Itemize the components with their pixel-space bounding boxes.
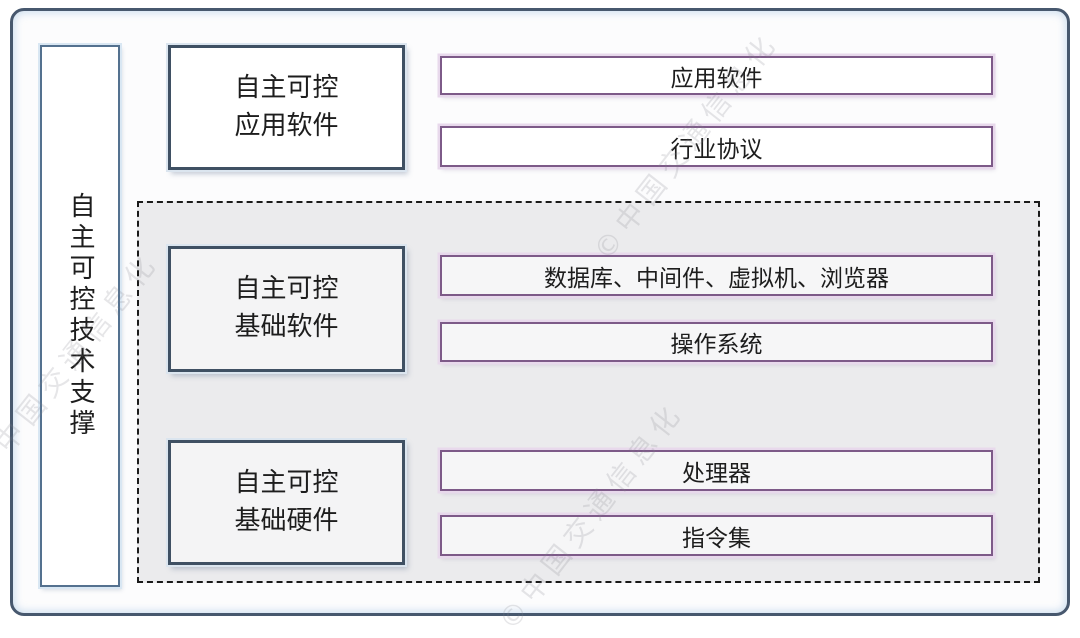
- bar-operating-system: 操作系统: [440, 322, 993, 362]
- section-label-line: 应用软件: [234, 110, 339, 141]
- bar-label: 处理器: [682, 460, 751, 487]
- section-label-line: 基础软件: [234, 312, 339, 342]
- bar-db-middleware-vm-browser: 数据库、中间件、虚拟机、浏览器: [440, 255, 993, 296]
- bar-label: 行业协议: [670, 136, 763, 163]
- rail-label: 自主可控技术支撑: [65, 192, 95, 440]
- section-label-base-software: 自主可控 基础软件: [168, 246, 405, 372]
- bar-instruction-set: 指令集: [440, 515, 993, 556]
- section-label-line: 基础硬件: [234, 505, 339, 536]
- bar-label: 数据库、中间件、虚拟机、浏览器: [544, 265, 889, 292]
- section-label-app-software: 自主可控 应用软件: [168, 45, 405, 170]
- section-label-line: 自主可控: [234, 72, 339, 103]
- bar-label: 指令集: [682, 525, 751, 552]
- bar-label: 操作系统: [670, 332, 763, 358]
- bar-industry-protocol: 行业协议: [440, 126, 993, 167]
- bar-label: 应用软件: [670, 65, 763, 92]
- vertical-support-rail: 自主可控技术支撑: [40, 45, 120, 587]
- section-label-line: 自主可控: [234, 467, 339, 498]
- bar-processor: 处理器: [440, 450, 993, 491]
- bar-application-software: 应用软件: [440, 56, 993, 95]
- section-label-base-hardware: 自主可控 基础硬件: [168, 440, 405, 565]
- section-label-line: 自主可控: [234, 274, 339, 305]
